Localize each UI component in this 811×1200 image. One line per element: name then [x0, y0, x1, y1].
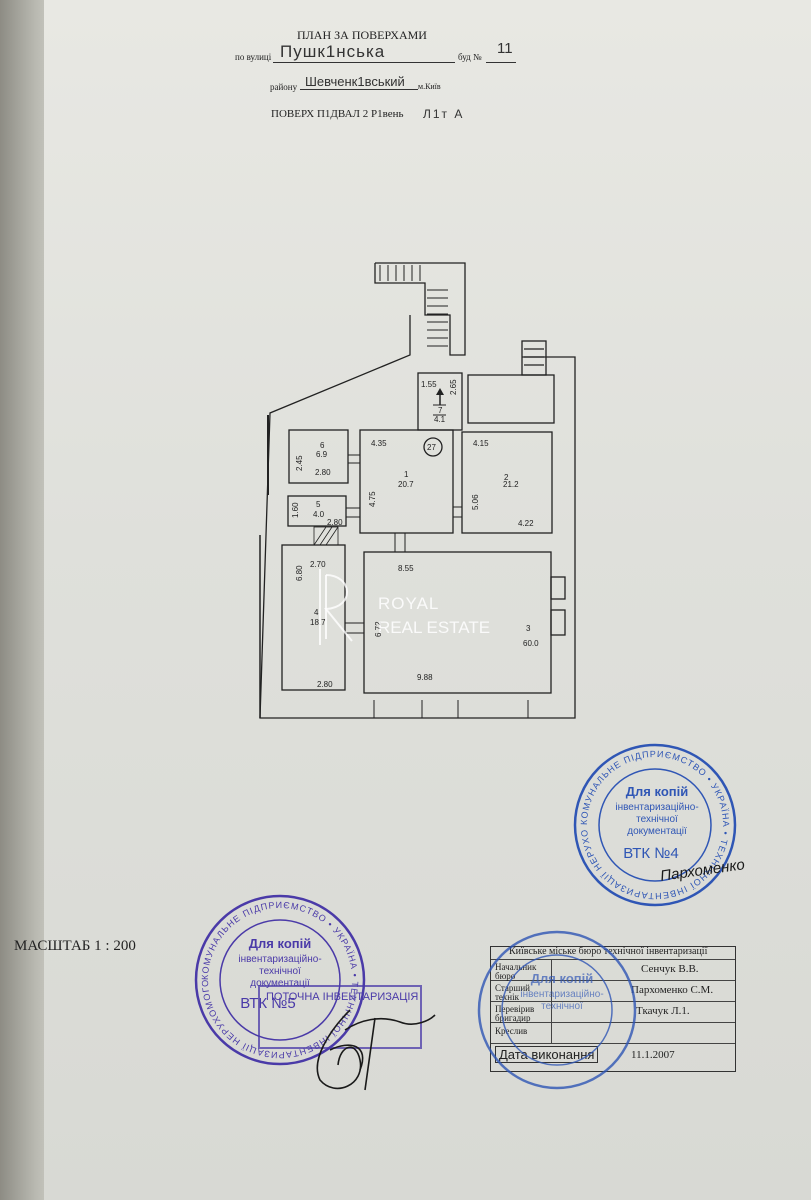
dim-4-22: 4.22 — [518, 519, 534, 528]
street-underline — [273, 62, 455, 63]
dim-1-55: 1.55 — [421, 380, 437, 389]
room-6-area: 6.9 — [316, 450, 328, 459]
district-value: Шевченк1вський — [305, 74, 405, 89]
watermark-line1: ROYAL — [378, 594, 440, 613]
stair-treads — [379, 265, 448, 347]
left-seal-stamp: КОМУНАЛЬНЕ ПІДПРИЄМСТВО • УКРАЇНА • ТЕХН… — [186, 881, 370, 1070]
room-7-area: 4.1 — [434, 415, 446, 424]
dim-8-55: 8.55 — [398, 564, 414, 573]
room-4-outline — [281, 544, 346, 691]
room-2-area: 21.2 — [503, 480, 519, 489]
room-3-number: 3 — [526, 624, 531, 633]
left-seal-line-4: документації — [250, 978, 310, 989]
room-4-number: 4 — [314, 608, 319, 617]
bottom-seal-line-1: Для копій — [531, 971, 593, 986]
dim-1-60: 1.60 — [291, 502, 300, 518]
room-5-number: 5 — [316, 500, 321, 509]
table-row: Креслив — [491, 1023, 735, 1044]
table-row: Перевірив бригадир Ткачук Л.1. — [491, 1002, 735, 1023]
dim-9-88: 9.88 — [417, 673, 433, 682]
right-seal-line-3: технічної — [636, 814, 678, 825]
right-seal-number: ВТК №4 — [623, 845, 679, 862]
dim-4-35: 4.35 — [371, 439, 387, 448]
row-role: Перевірив бригадир — [495, 1004, 535, 1023]
right-seal-line-4: документації — [627, 826, 687, 837]
floor-line: ПОВЕРХ П1ДВАЛ 2 Р1вень — [271, 108, 404, 120]
row-role: Старший технік — [495, 983, 530, 1002]
room-2-outline — [461, 431, 553, 534]
dim-4-15: 4.15 — [473, 439, 489, 448]
dim-6-72: 6.72 — [374, 621, 383, 637]
left-seal-line-3: технічної — [259, 966, 301, 977]
dim-2-65: 2.65 — [449, 379, 458, 395]
table-row: Начальник бюро Сенчук В.В. — [491, 960, 735, 981]
right-seal-line-1: Для копій — [626, 784, 688, 799]
dim-2-80-b: 2.80 — [327, 518, 343, 527]
room-6-outline — [288, 429, 349, 484]
dim-2-45: 2.45 — [295, 455, 304, 471]
circle-number: 27 — [427, 443, 436, 452]
district-underline — [300, 89, 418, 90]
street-label: по вулиці — [235, 52, 272, 62]
left-rect-stamp: ПОТОЧНА ІНВЕНТАРИЗАЦІЯ — [258, 985, 422, 1049]
watermark-line2: REAL ESTATE — [378, 618, 491, 637]
dim-2-70: 2.70 — [310, 560, 326, 569]
room-4-area: 18.7 — [310, 618, 326, 627]
room-2-number: 2 — [504, 473, 509, 482]
row-role: Креслив — [495, 1026, 528, 1036]
left-rect-stamp-text: ПОТОЧНА ІНВЕНТАРИЗАЦІЯ — [266, 991, 419, 1003]
house-label: буд № — [458, 52, 482, 62]
dim-5-06: 5.06 — [471, 494, 480, 510]
bottom-seal-line-2: інвентаризаційно- — [520, 989, 603, 1000]
dim-4-75: 4.75 — [368, 491, 377, 507]
circle-marker — [423, 437, 443, 457]
room-1-number: 1 — [404, 470, 409, 479]
left-seal-line-2: інвентаризаційно- — [238, 954, 321, 965]
table-row: Старший технік Пархоменко С.М. — [491, 981, 735, 1002]
document-sheet — [44, 0, 811, 1200]
room-7-number: 7 — [438, 406, 443, 415]
right-seal-line-2: інвентаризаційно- — [615, 802, 698, 813]
stair-outline — [374, 262, 466, 356]
date-label: Дата виконання — [495, 1046, 599, 1063]
right-seal-stamp: КОМУНАЛЬНЕ ПІДПРИЄМСТВО • УКРАЇНА • ТЕХН… — [561, 731, 745, 910]
upper-right-room — [467, 374, 555, 424]
room-3-area: 60.0 — [523, 639, 539, 648]
row-name: Сенчук В.В. — [641, 963, 699, 975]
dim-6-80: 6.80 — [295, 565, 304, 581]
left-seal-number: ВТК №5 — [240, 995, 296, 1012]
letter-value: Л1т А — [423, 107, 465, 121]
bottom-seal-stamp: Для копій інвентаризаційно- технічної — [472, 925, 642, 1095]
left-signature — [290, 990, 440, 1100]
row-role: Начальник бюро — [495, 962, 537, 981]
room-1-area: 20.7 — [398, 480, 414, 489]
scale-label: МАСШТАБ 1 : 200 — [14, 938, 136, 954]
room-5-outline — [287, 495, 347, 527]
room-1-outline — [359, 429, 454, 534]
hatched-column — [313, 526, 339, 546]
dim-2-80-a: 2.80 — [315, 468, 331, 477]
district-label: району — [270, 82, 298, 92]
bottom-seal-line-3: технічної — [541, 1001, 583, 1012]
document-title: ПЛАН ЗА ПОВЕРХАМИ — [297, 28, 427, 42]
floor-plan-drawing: 1.55 2.65 7 4.1 27 4.35 4.15 6 6.9 2.45 … — [259, 262, 576, 719]
small-stair — [521, 340, 547, 376]
date-value: 11.1.2007 — [631, 1049, 675, 1061]
room-5-area: 4.0 — [313, 510, 325, 519]
street-value: Пушк1нська — [280, 42, 386, 61]
house-value: 11 — [497, 40, 513, 57]
row-name: Пархоменко С.М. — [631, 984, 714, 996]
row-name: Ткачук Л.1. — [636, 1005, 690, 1017]
house-underline — [486, 62, 516, 63]
dim-2-80-c: 2.80 — [317, 680, 333, 689]
floor-plan: 1.55 2.65 7 4.1 27 4.35 4.15 6 6.9 2.45 … — [250, 255, 590, 735]
left-seal-line-1: Для копій — [249, 936, 311, 951]
watermark-logo — [312, 565, 362, 649]
room-6-number: 6 — [320, 441, 325, 450]
city-value: м.Київ — [418, 82, 441, 91]
